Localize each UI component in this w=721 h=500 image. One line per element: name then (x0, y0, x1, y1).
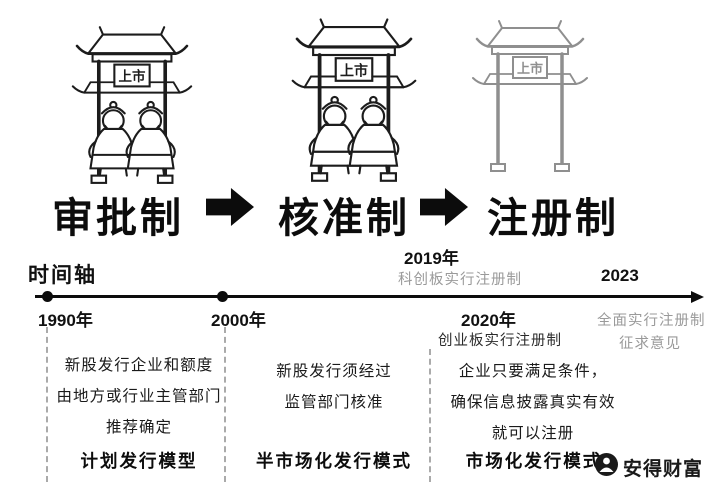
desc-line: 确保信息披露真实有效 (450, 394, 616, 411)
desc-line: 由地方或行业主管部门 (56, 388, 222, 405)
column-verification-description: 新股发行须经过 监管部门核准 (245, 356, 423, 418)
column-registration-description: 企业只要满足条件， 确保信息披露真实有效 就可以注册 (438, 356, 628, 449)
gate-approval (71, 25, 193, 185)
model-label-registration: 市场化发行模式 (465, 451, 603, 471)
door-god-right (347, 95, 400, 175)
stage-label-registration: 注册制 (487, 195, 619, 241)
door-god-right (125, 100, 176, 177)
year-2020: 2020年 (461, 311, 516, 330)
dashed-divider-1 (46, 327, 48, 482)
event-2023-desc-line2: 征求意见 (619, 336, 681, 352)
timeline-arrowhead-icon (691, 290, 704, 303)
model-label-approval: 计划发行模型 (80, 451, 198, 471)
timeline-dot-2000 (217, 291, 228, 302)
desc-line: 新股发行企业和额度 (64, 357, 214, 374)
column-approval-description: 新股发行企业和额度 由地方或行业主管部门 推荐确定 (50, 350, 228, 443)
ande-wealth-logo-icon (595, 453, 618, 476)
stage-label-approval: 审批制 (52, 195, 184, 241)
dashed-divider-2 (224, 327, 226, 482)
event-2019-desc: 科创板实行注册制 (398, 272, 522, 288)
arrow-right-icon (420, 188, 468, 226)
arrow-right-icon (206, 188, 254, 226)
desc-line: 企业只要满足条件， (458, 363, 608, 380)
desc-line: 新股发行须经过 (276, 363, 392, 380)
desc-line: 监管部门核准 (284, 394, 384, 411)
stage-label-verification: 核准制 (278, 195, 410, 241)
desc-line: 就可以注册 (491, 425, 575, 442)
model-label-verification: 半市场化发行模式 (256, 451, 412, 471)
timeline-axis-label: 时间轴 (28, 264, 97, 287)
year-2019: 2019年 (404, 249, 459, 268)
year-2000: 2000年 (211, 311, 266, 330)
dashed-divider-3 (429, 349, 431, 482)
year-1990: 1990年 (38, 311, 93, 330)
desc-line: 推荐确定 (105, 419, 172, 436)
event-2023-desc-line1: 全面实行注册制 (597, 313, 706, 329)
gate-registration (471, 19, 589, 173)
year-2023: 2023 (601, 266, 639, 285)
event-2020-desc: 创业板实行注册制 (438, 333, 562, 349)
timeline-dot-1990 (42, 291, 53, 302)
brand-name: 安得财富 (623, 459, 704, 480)
gate-verification (290, 17, 418, 183)
timeline-line (35, 295, 693, 298)
